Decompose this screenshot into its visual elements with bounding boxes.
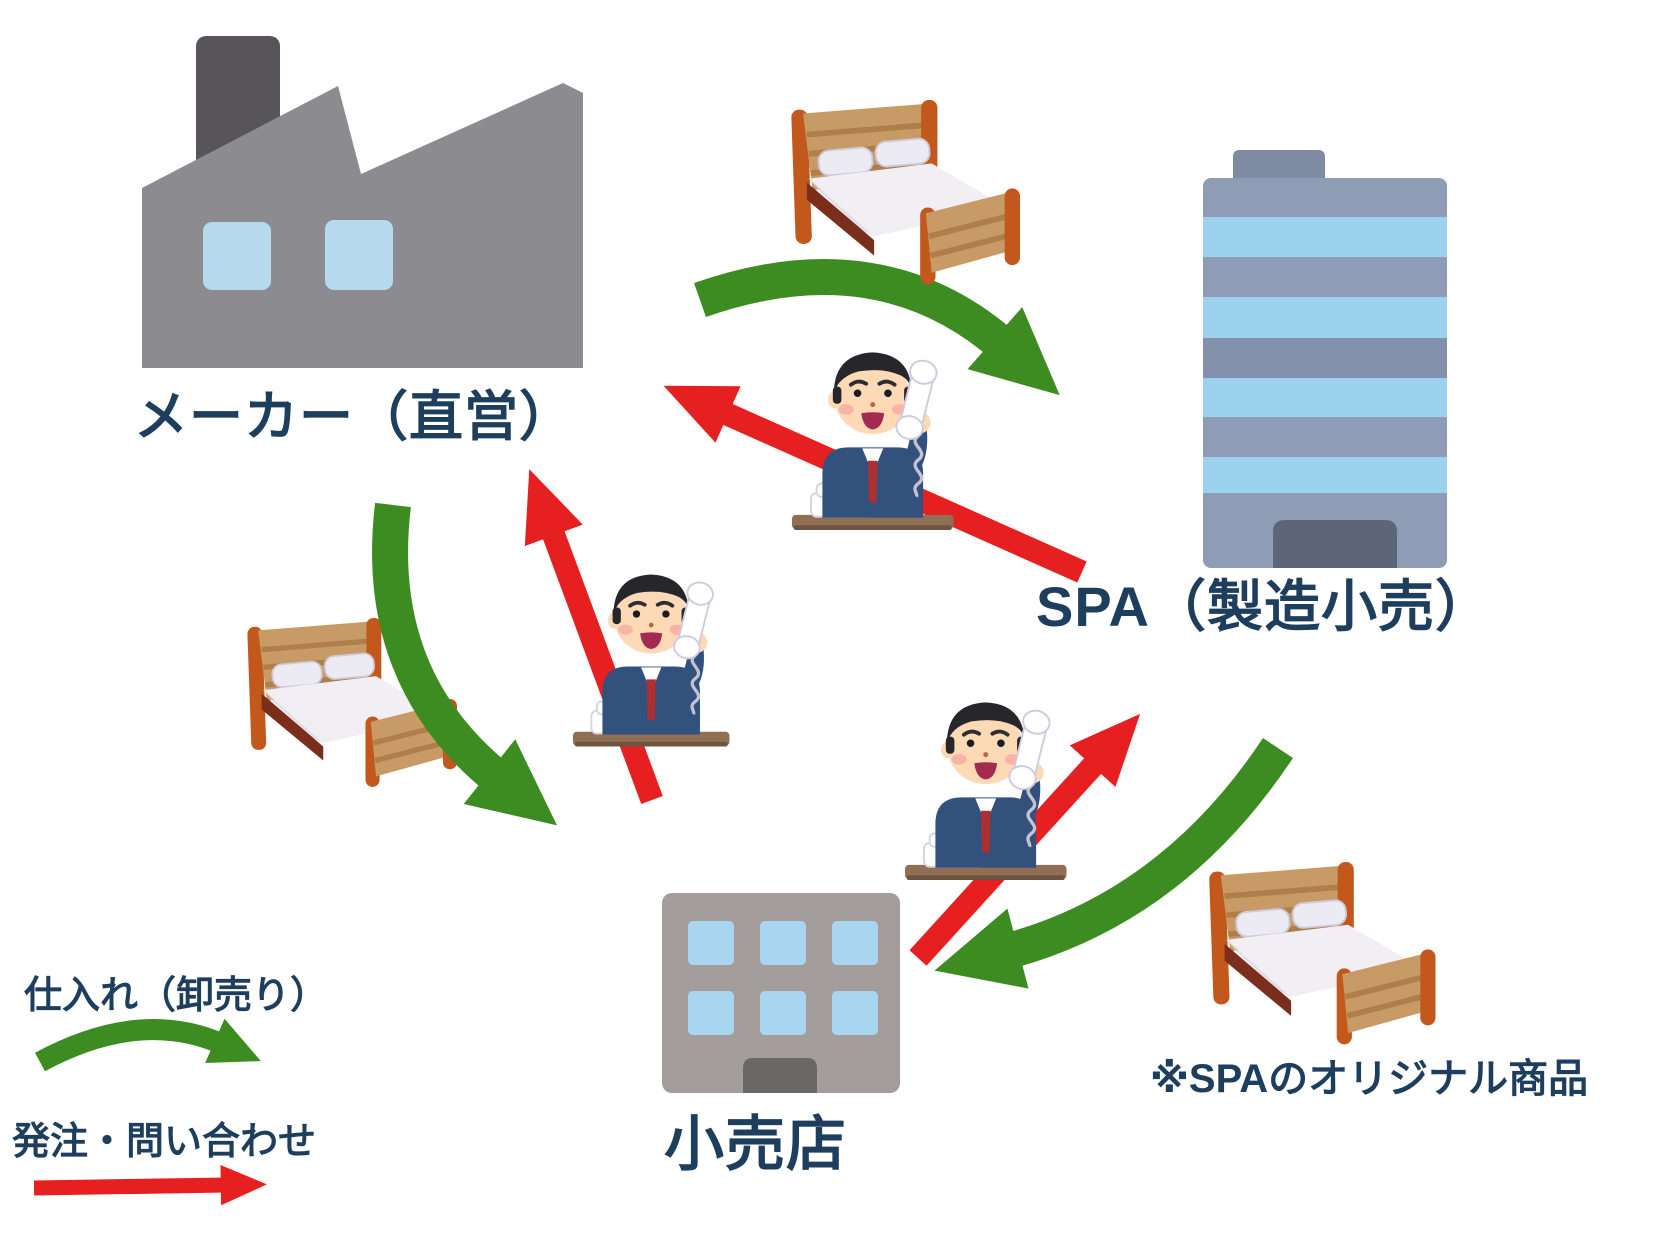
bed-icon-top [791,100,1020,284]
legend-order-arrow [33,1164,267,1206]
order-arrow-left [524,469,663,804]
bed-icon-right [1209,862,1436,1044]
office-building-icon [1203,150,1447,568]
store-building-icon [662,893,900,1093]
label-maker: メーカー（直営） [134,387,574,447]
businessman-on-phone-icon-right [903,700,1069,882]
factory-icon [142,36,583,368]
label-retailer: 小売店 [664,1111,847,1178]
note-spa-original-product: ※SPAのオリジナル商品 [1150,1057,1589,1101]
wholesale-arrow-right [934,738,1294,989]
legend-order-label: 発注・問い合わせ [12,1121,317,1163]
legend-wholesale-arrow [35,1018,261,1072]
label-spa: SPA（製造小売） [1036,575,1492,638]
legend-wholesale-label: 仕入れ（卸売り） [24,975,329,1017]
wholesale-arrow-top [694,259,1060,396]
wholesale-arrow-left [372,502,557,826]
